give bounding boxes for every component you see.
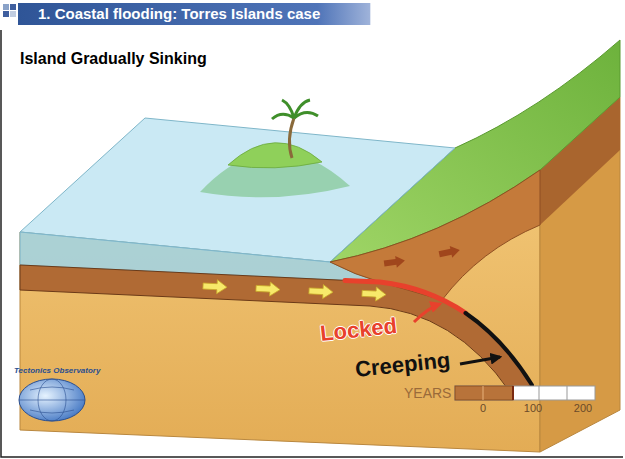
island-top [228,143,322,168]
palm-tree [272,100,318,158]
header-square [10,4,16,10]
scale-tick: 100 [524,402,542,415]
logo-text: Tectonics Observatory [14,366,100,375]
slide-title: 1. Coastal flooding: Torres Islands case [38,5,320,23]
scale-tick: 0 [480,402,486,415]
slide-frame [1,30,623,457]
plate-motion-arrows [203,279,387,302]
scale-title: YEARS [404,385,451,401]
scale-tick: 200 [574,402,592,415]
locked-zone [345,280,466,313]
creeping-pointer [460,357,500,364]
header-square [10,11,16,17]
section-heading: Island Gradually Sinking [20,50,207,68]
header-square [3,4,9,10]
time-scale-bar [455,386,595,400]
crust-motion-arrows [383,244,461,269]
locked-pointer [414,304,440,322]
title-bar [18,3,370,25]
observatory-logo [19,379,85,421]
header-square [3,11,9,17]
creeping-zone [466,313,533,385]
